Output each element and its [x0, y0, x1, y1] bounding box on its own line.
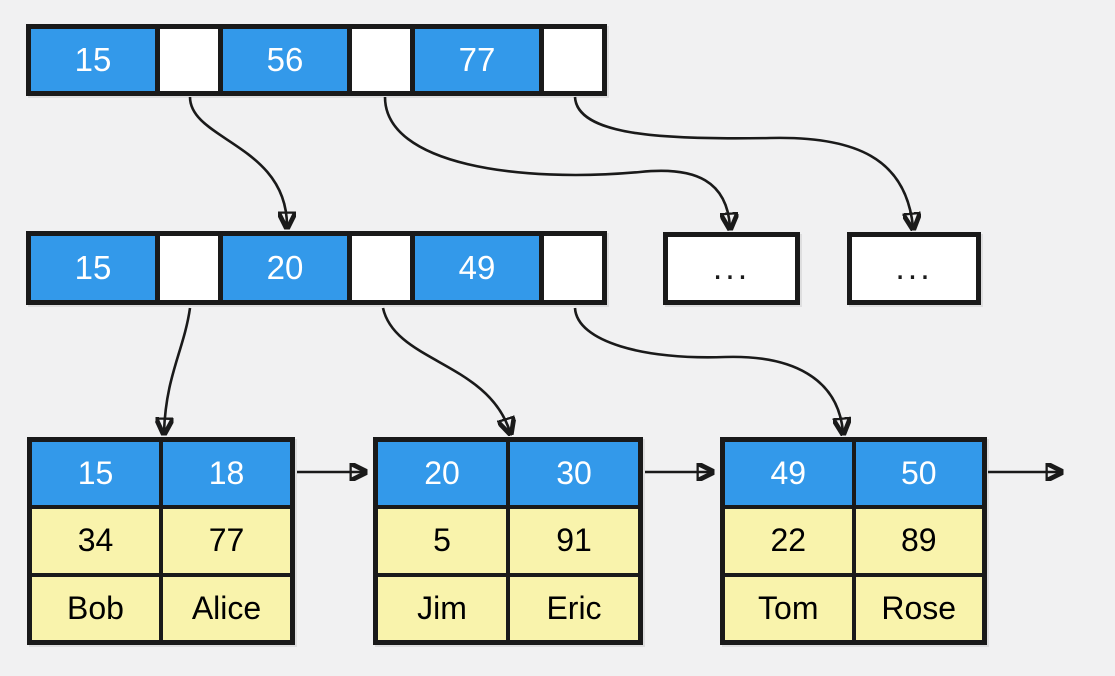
leaf-record-cell: 77 [163, 509, 290, 573]
leaf-record-cell: Jim [378, 576, 506, 640]
leaf-key-cell: 50 [855, 442, 982, 506]
internal-key-cell: 15 [31, 236, 155, 300]
leaf-record-cell: Alice [163, 576, 290, 640]
leaf-key-cell: 18 [163, 442, 290, 506]
root-pointer-cell [160, 29, 218, 91]
arrow-root-to-collapsed-1 [383, 96, 730, 227]
leaf-node: 20 30 5 91 Jim Eric [373, 437, 643, 645]
collapsed-node: ... [663, 232, 800, 305]
leaf-record-cell: 89 [855, 509, 982, 573]
internal-pointer-cell [160, 236, 218, 300]
leaf-record-cell: Rose [855, 576, 982, 640]
root-key-cell: 77 [415, 29, 539, 91]
internal-key-cell: 20 [223, 236, 347, 300]
leaf-key-cell: 20 [378, 442, 506, 506]
root-pointer-cell [352, 29, 410, 91]
arrow-internal-to-leaf-1 [164, 307, 192, 432]
root-key-cell: 56 [223, 29, 347, 91]
root-key-cell: 15 [31, 29, 155, 91]
internal-node: 15 20 49 [26, 231, 607, 305]
leaf-key-cell: 15 [32, 442, 159, 506]
internal-pointer-cell [544, 236, 602, 300]
root-pointer-cell [544, 29, 602, 91]
leaf-record-cell: Tom [725, 576, 852, 640]
internal-key-cell: 49 [415, 236, 539, 300]
leaf-record-cell: Eric [510, 576, 638, 640]
arrow-root-to-collapsed-2 [573, 96, 913, 227]
leaf-record-cell: 22 [725, 509, 852, 573]
collapsed-node: ... [847, 232, 981, 305]
root-node: 15 56 77 [26, 24, 607, 96]
arrow-internal-to-leaf-3 [573, 307, 843, 432]
leaf-record-cell: 34 [32, 509, 159, 573]
leaf-record-cell: Bob [32, 576, 159, 640]
leaf-record-cell: 91 [510, 509, 638, 573]
leaf-record-cell: 5 [378, 509, 506, 573]
leaf-node: 15 18 34 77 Bob Alice [27, 437, 295, 645]
leaf-key-cell: 49 [725, 442, 852, 506]
internal-pointer-cell [352, 236, 410, 300]
arrow-root-to-internal [188, 96, 287, 226]
leaf-key-cell: 30 [510, 442, 638, 506]
arrow-internal-to-leaf-2 [381, 307, 510, 432]
leaf-node: 49 50 22 89 Tom Rose [720, 437, 987, 645]
